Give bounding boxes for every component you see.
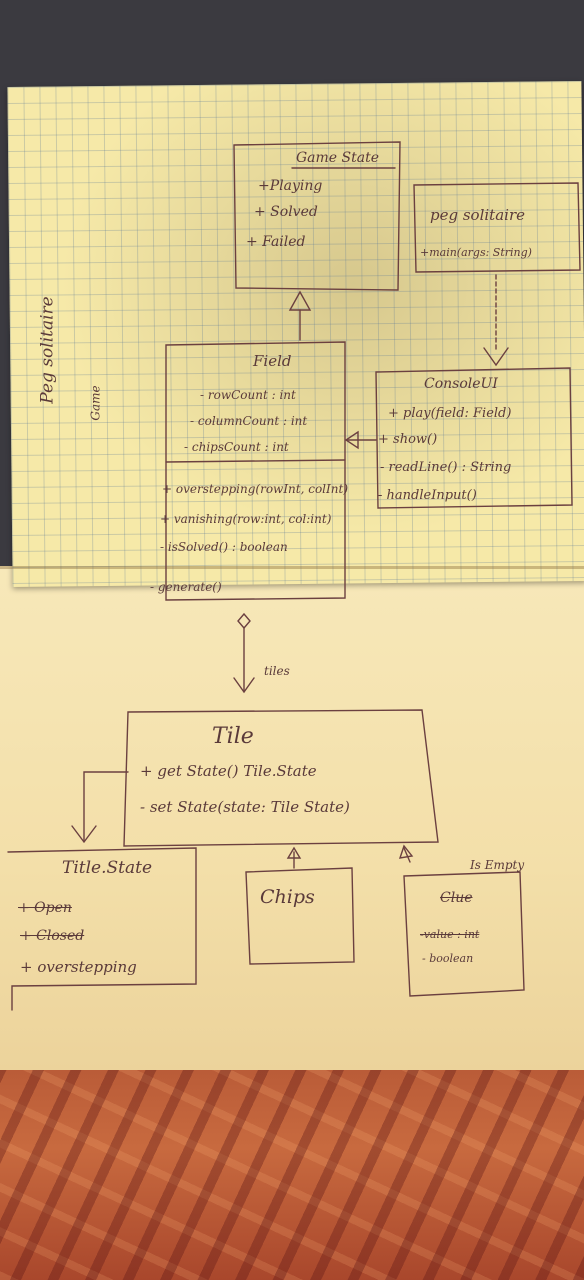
composition-diamond [237, 612, 251, 630]
tile-arrow-head [233, 677, 255, 694]
paper-lower-sheet [0, 566, 584, 1070]
field-attr-columncount: - columnCount : int [190, 414, 308, 428]
field-method-generate: - generate() [150, 580, 222, 594]
game-state-generalization-head [288, 290, 312, 311]
peg-solitaire-box [413, 182, 581, 273]
console-title: ConsoleUI [424, 376, 498, 392]
console-method-play: + play(field: Field) [388, 406, 512, 421]
clue-item-value: -value : int [420, 928, 480, 941]
peg-solitaire-main-method: +main(args: String) [420, 246, 532, 259]
console-arrow-head [483, 347, 509, 367]
package-side-label: Game [88, 385, 103, 421]
field-method-overstepping: + overstepping(rowInt, colInt) [162, 482, 348, 496]
clue-generalization-head [398, 844, 414, 859]
tile-state-item-overstepping: + overstepping [20, 958, 137, 976]
field-box [165, 341, 346, 601]
chips-title: Chips [260, 886, 315, 908]
clue-title: Clue [440, 890, 473, 906]
console-box [375, 367, 573, 509]
tile-state-arrow-head [71, 825, 97, 844]
clue-item-boolean: - boolean [422, 952, 474, 965]
clue-box [403, 871, 525, 997]
tile-method-getstate: + get State() Tile.State [140, 762, 317, 780]
tile-state-item-closed: + Closed [20, 928, 85, 944]
game-state-item-playing: +Playing [258, 178, 323, 194]
clue-isempty-label: Is Empty [470, 858, 525, 872]
tile-method-setstate: - set State(state: Tile State) [140, 798, 350, 816]
game-state-item-failed: + Failed [246, 234, 306, 250]
game-state-box [233, 141, 401, 291]
field-title: Field [253, 352, 292, 370]
tile-state-title: Title.State [62, 858, 153, 878]
paper-fold [0, 566, 584, 569]
field-method-vanishing: + vanishing(row:int, col:int) [160, 512, 332, 526]
field-attr-rowcount: - rowCount : int [200, 388, 296, 402]
game-state-title: Game State [296, 150, 380, 166]
chips-generalization-head [286, 846, 302, 859]
tiles-association-label: tiles [264, 664, 290, 678]
field-arrow-head [344, 430, 359, 450]
field-method-issolved: - isSolved() : boolean [160, 540, 288, 554]
console-method-show: + show() [378, 432, 438, 447]
field-attr-chipscount: - chipsCount : int [184, 440, 289, 454]
console-method-readline: - readLine() : String [380, 460, 512, 475]
tile-state-box [7, 847, 197, 1011]
chips-box [245, 867, 355, 965]
tile-state-item-open: + Open [18, 900, 72, 916]
tile-title: Tile [212, 724, 254, 749]
fabric-background [0, 1060, 584, 1280]
project-side-label: Peg solitaire [37, 296, 58, 404]
peg-solitaire-title: peg solitaire [430, 206, 525, 224]
tile-box [123, 709, 439, 847]
game-state-item-solved: + Solved [254, 204, 318, 220]
console-method-handleinput: - handleInput() [378, 488, 477, 503]
